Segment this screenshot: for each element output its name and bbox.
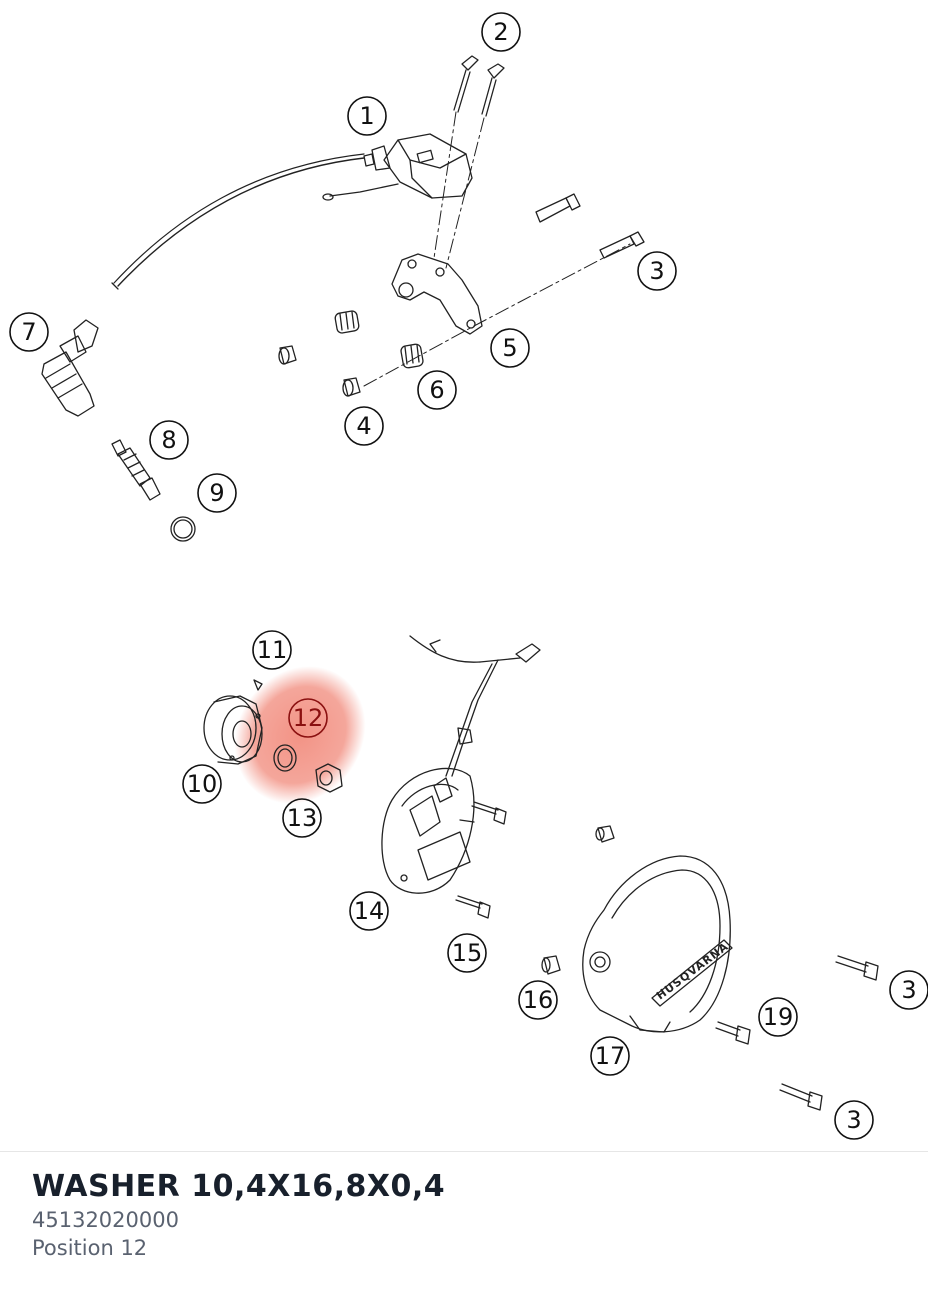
- spark-plug[interactable]: [111, 439, 161, 501]
- ignition-coil[interactable]: [111, 133, 473, 290]
- callout-number: 11: [257, 636, 288, 664]
- callout-circle: [344, 406, 384, 446]
- callout-19[interactable]: 19: [758, 997, 798, 1037]
- part-info-panel: WASHER 10,4X16,8X0,4 45132020000 Positio…: [32, 1168, 445, 1262]
- callout-circle: [490, 328, 530, 368]
- callout-7[interactable]: 7: [9, 312, 49, 352]
- callout-circle: [447, 933, 487, 973]
- callout-number: 7: [21, 318, 36, 346]
- callout-number: 5: [502, 334, 517, 362]
- coil-bracket[interactable]: [391, 253, 483, 335]
- callout-number: 2: [493, 18, 508, 46]
- callout-circle: [282, 798, 322, 838]
- callout-circle: [518, 980, 558, 1020]
- callout-circle: [252, 630, 292, 670]
- callout-circle: [349, 891, 389, 931]
- part-number: 45132020000: [32, 1208, 179, 1232]
- callout-11[interactable]: 11: [252, 630, 292, 670]
- callout-circle: [347, 96, 387, 136]
- hex-nut[interactable]: [315, 763, 343, 793]
- washer-position-12[interactable]: [273, 744, 297, 772]
- callout-circle: [590, 1036, 630, 1076]
- callout-number: 6: [429, 376, 444, 404]
- callout-circle: [834, 1100, 874, 1140]
- callout-circle: [182, 764, 222, 804]
- part-position: Position 12: [32, 1236, 148, 1260]
- stator[interactable]: [381, 635, 541, 894]
- callout-8[interactable]: 8: [149, 420, 189, 460]
- bolt-3-top[interactable]: [535, 193, 645, 259]
- callout-3[interactable]: 3: [637, 251, 677, 291]
- callout-3[interactable]: 3: [834, 1100, 874, 1140]
- divider: [0, 1151, 928, 1152]
- callout-number: 14: [354, 897, 385, 925]
- callout-circle: [758, 997, 798, 1037]
- flywheel[interactable]: [203, 695, 263, 765]
- callout-number: 8: [161, 426, 176, 454]
- callout-17[interactable]: 17: [590, 1036, 630, 1076]
- callout-4[interactable]: 4: [344, 406, 384, 446]
- callout-number: 10: [187, 770, 218, 798]
- callout-13[interactable]: 13: [282, 798, 322, 838]
- callout-circle: [889, 970, 928, 1010]
- rubber-bushing[interactable]: [334, 310, 424, 369]
- callout-14[interactable]: 14: [349, 891, 389, 931]
- callout-15[interactable]: 15: [447, 933, 487, 973]
- callout-9[interactable]: 9: [197, 473, 237, 513]
- callout-10[interactable]: 10: [182, 764, 222, 804]
- callout-5[interactable]: 5: [490, 328, 530, 368]
- ignition-cover[interactable]: [582, 855, 733, 1033]
- coil-screws[interactable]: [453, 55, 505, 117]
- callout-circle: [637, 251, 677, 291]
- callout-number: 1: [359, 102, 374, 130]
- callout-12[interactable]: 12: [288, 698, 328, 738]
- woodruff-key[interactable]: [253, 679, 263, 691]
- callout-number: 19: [763, 1003, 794, 1031]
- spark-plug-cap[interactable]: [41, 319, 99, 417]
- callout-1[interactable]: 1: [347, 96, 387, 136]
- callout-number: 15: [452, 939, 483, 967]
- callout-16[interactable]: 16: [518, 980, 558, 1020]
- callout-number: 16: [523, 986, 554, 1014]
- callout-number: 3: [846, 1106, 861, 1134]
- callout-number: 12: [293, 704, 324, 732]
- cover-bolts[interactable]: [715, 955, 879, 1111]
- stator-screws[interactable]: [455, 801, 507, 919]
- callout-circle: [149, 420, 189, 460]
- callout-circle: [9, 312, 49, 352]
- callout-number: 17: [595, 1042, 626, 1070]
- cover-brand-text: HUSQVARNA: [654, 940, 731, 1003]
- callout-circle: [197, 473, 237, 513]
- callout-number: 13: [287, 804, 318, 832]
- callout-circle: [417, 370, 457, 410]
- callout-circle: [288, 698, 328, 738]
- callout-6[interactable]: 6: [417, 370, 457, 410]
- callout-circle: [481, 12, 521, 52]
- callout-number: 4: [356, 412, 371, 440]
- dowel-sleeve[interactable]: [541, 825, 615, 975]
- callout-2[interactable]: 2: [481, 12, 521, 52]
- part-title: WASHER 10,4X16,8X0,4: [32, 1169, 446, 1204]
- callout-number: 3: [901, 976, 916, 1004]
- callout-3[interactable]: 3: [889, 970, 928, 1010]
- spacer-sleeve[interactable]: [278, 345, 361, 397]
- sealing-ring[interactable]: [170, 516, 196, 542]
- callout-number: 3: [649, 257, 664, 285]
- callout-number: 9: [209, 479, 224, 507]
